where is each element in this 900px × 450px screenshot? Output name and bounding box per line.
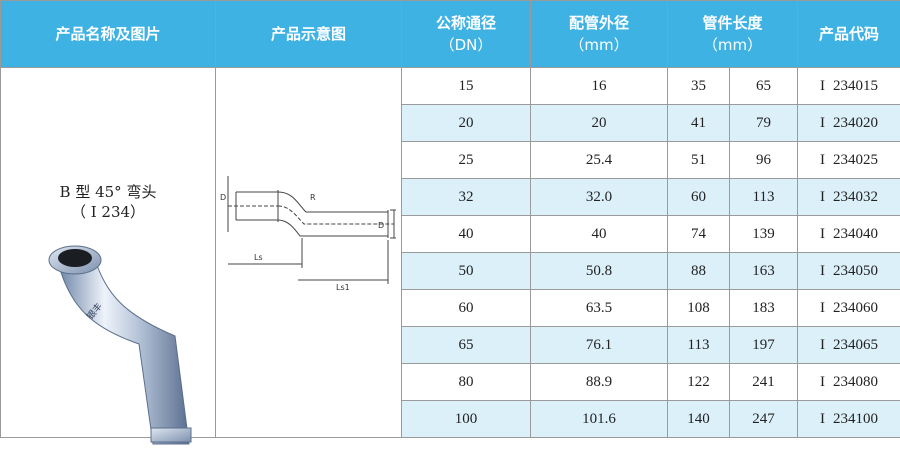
- cell-code: I 234032: [798, 179, 900, 216]
- table-row: B 型 45° 弯头 （ I 234）: [1, 68, 900, 105]
- cell-dn: 60: [402, 290, 531, 327]
- cell-code: I 234080: [798, 364, 900, 401]
- code-prefix: I: [820, 374, 825, 390]
- code-value: 234060: [833, 300, 878, 316]
- cell-od: 50.8: [531, 253, 668, 290]
- cell-od: 16: [531, 68, 668, 105]
- cell-l1: 88: [668, 253, 730, 290]
- cell-od: 40: [531, 216, 668, 253]
- header-code: 产品代码: [798, 1, 900, 68]
- cell-l1: 108: [668, 290, 730, 327]
- cell-l1: 60: [668, 179, 730, 216]
- cell-dn: 32: [402, 179, 531, 216]
- cell-od: 88.9: [531, 364, 668, 401]
- cell-od: 20: [531, 105, 668, 142]
- diagram-label-ls1: Ls1: [336, 283, 350, 292]
- header-row: 产品名称及图片 产品示意图 公称通径（DN） 配管外径（mm） 管件长度（mm）…: [1, 1, 900, 68]
- product-spec-table: 产品名称及图片 产品示意图 公称通径（DN） 配管外径（mm） 管件长度（mm）…: [0, 0, 900, 438]
- cell-l2: 65: [730, 68, 798, 105]
- cell-l2: 183: [730, 290, 798, 327]
- product-name-line1: B 型 45° 弯头: [1, 182, 215, 202]
- elbow-diagram: D R D Ls Ls1: [218, 172, 398, 292]
- cell-l1: 74: [668, 216, 730, 253]
- cell-code: I 234060: [798, 290, 900, 327]
- cell-code: I 234050: [798, 253, 900, 290]
- diagram-label-d-right: D: [378, 221, 384, 230]
- cell-l1: 41: [668, 105, 730, 142]
- cell-l1: 122: [668, 364, 730, 401]
- code-prefix: I: [820, 300, 825, 316]
- product-name: B 型 45° 弯头 （ I 234）: [1, 182, 215, 222]
- cell-code: I 234015: [798, 68, 900, 105]
- code-value: 234100: [833, 411, 878, 427]
- cell-od: 25.4: [531, 142, 668, 179]
- cell-dn: 50: [402, 253, 531, 290]
- diagram-label-r: R: [310, 193, 316, 202]
- cell-l1: 35: [668, 68, 730, 105]
- cell-dn: 20: [402, 105, 531, 142]
- cell-od: 76.1: [531, 327, 668, 364]
- header-name: 产品名称及图片: [1, 1, 216, 68]
- code-prefix: I: [820, 411, 825, 427]
- cell-code: I 234065: [798, 327, 900, 364]
- code-value: 234050: [833, 263, 878, 279]
- cell-code: I 234020: [798, 105, 900, 142]
- cell-l2: 197: [730, 327, 798, 364]
- cell-l2: 113: [730, 179, 798, 216]
- code-value: 234040: [833, 226, 878, 242]
- diagram-label-ls: Ls: [254, 253, 263, 262]
- elbow-photo: 银丰: [19, 238, 199, 450]
- cell-dn: 15: [402, 68, 531, 105]
- cell-dn: 80: [402, 364, 531, 401]
- code-value: 234025: [833, 152, 878, 168]
- cell-l2: 79: [730, 105, 798, 142]
- code-value: 234032: [833, 189, 878, 205]
- product-name-line2: （ I 234）: [1, 202, 215, 222]
- diagram-label-d-left: D: [220, 193, 226, 202]
- cell-od: 63.5: [531, 290, 668, 327]
- header-diagram: 产品示意图: [216, 1, 402, 68]
- cell-code: I 234025: [798, 142, 900, 179]
- cell-dn: 25: [402, 142, 531, 179]
- cell-l2: 96: [730, 142, 798, 179]
- code-value: 234020: [833, 115, 878, 131]
- cell-l2: 139: [730, 216, 798, 253]
- header-od: 配管外径（mm）: [531, 1, 668, 68]
- spec-sheet: 产品名称及图片 产品示意图 公称通径（DN） 配管外径（mm） 管件长度（mm）…: [0, 0, 900, 432]
- code-value: 234065: [833, 337, 878, 353]
- header-length: 管件长度（mm）: [668, 1, 798, 68]
- cell-l1: 51: [668, 142, 730, 179]
- cell-od: 32.0: [531, 179, 668, 216]
- code-prefix: I: [820, 226, 825, 242]
- code-value: 234080: [833, 374, 878, 390]
- diagram-cell: D R D Ls Ls1: [216, 68, 402, 438]
- code-prefix: I: [820, 152, 825, 168]
- cell-dn: 40: [402, 216, 531, 253]
- code-prefix: I: [820, 78, 825, 94]
- code-prefix: I: [820, 189, 825, 205]
- cell-l2: 163: [730, 253, 798, 290]
- code-value: 234015: [833, 78, 878, 94]
- header-dn: 公称通径（DN）: [402, 1, 531, 68]
- code-prefix: I: [820, 115, 825, 131]
- cell-code: I 234040: [798, 216, 900, 253]
- cell-l1: 113: [668, 327, 730, 364]
- code-prefix: I: [820, 337, 825, 353]
- cell-l2: 241: [730, 364, 798, 401]
- code-prefix: I: [820, 263, 825, 279]
- product-name-cell: B 型 45° 弯头 （ I 234）: [1, 68, 216, 438]
- cell-dn: 65: [402, 327, 531, 364]
